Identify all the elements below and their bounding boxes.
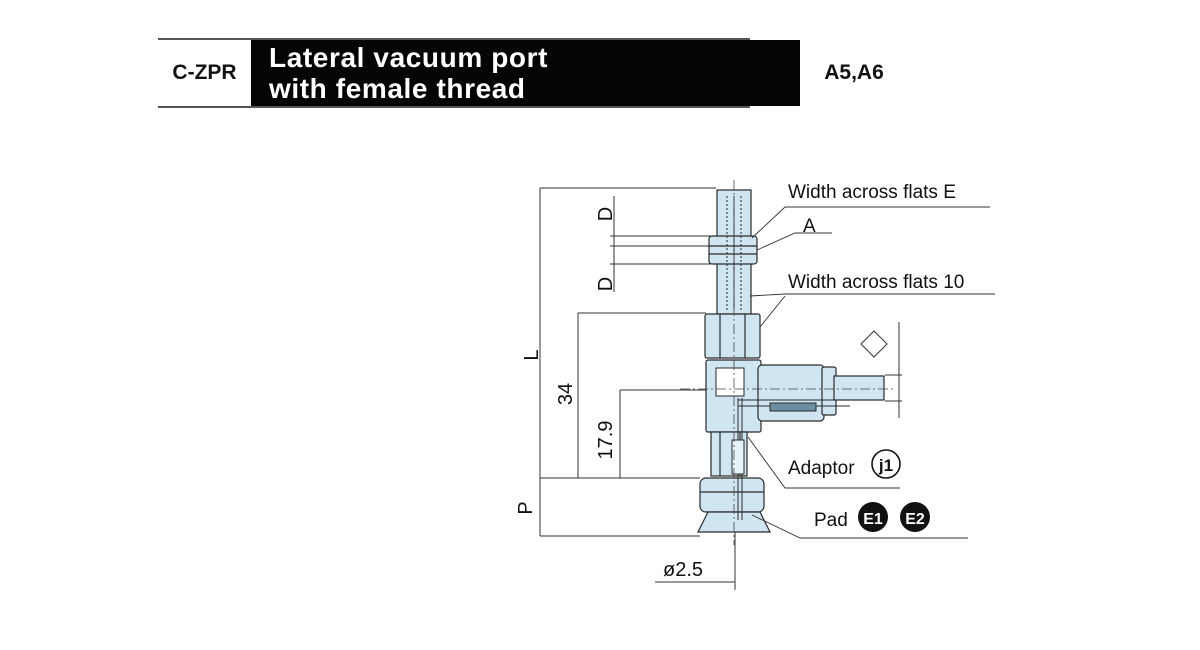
dimension-values: D D L 34 17.9 P ø2.5 xyxy=(515,207,703,581)
title-line-2: with female thread xyxy=(269,73,526,104)
ejector-body xyxy=(697,189,885,533)
dim-diameter: ø2.5 xyxy=(663,559,703,581)
diamond-symbol xyxy=(860,330,888,358)
title-line-1: Lateral vacuum port xyxy=(269,42,549,73)
dim-34: 34 xyxy=(555,383,577,405)
internal-passages xyxy=(715,196,850,520)
leader-lines xyxy=(747,206,995,539)
dim-d-top: D xyxy=(595,207,617,221)
pad-code-2: E2 xyxy=(905,511,925,528)
dim-p: P xyxy=(515,501,537,514)
hex-body xyxy=(704,313,761,359)
title-rule-top xyxy=(158,38,750,40)
pad-code-badge-2: E2 xyxy=(900,502,930,532)
center-lines xyxy=(680,180,895,545)
callout-labels: Width across flats E A Width across flat… xyxy=(788,182,964,531)
adaptor-code: j1 xyxy=(878,456,893,475)
adaptor-label: Adaptor xyxy=(788,458,855,479)
hex-nut xyxy=(708,235,758,265)
series-code: C-ZPR xyxy=(172,61,237,84)
title-block: C-ZPR Lateral vacuum port with female th… xyxy=(158,38,884,108)
width-flats-10-label: Width across flats 10 xyxy=(788,272,964,293)
pad-label: Pad xyxy=(814,510,848,531)
pad-code-badge-1: E1 xyxy=(858,502,888,532)
dim-d-bottom: D xyxy=(595,277,617,291)
lateral-fitting xyxy=(757,364,825,422)
pad-holder xyxy=(699,477,765,513)
pad-code-1: E1 xyxy=(863,511,883,528)
product-title: Lateral vacuum port with female thread xyxy=(251,40,800,106)
vacuum-tube xyxy=(833,375,885,401)
dim-17-9: 17.9 xyxy=(595,421,617,460)
width-flats-e-label: Width across flats E xyxy=(788,182,956,203)
adaptor-code-badge: j1 xyxy=(871,449,901,479)
dimension-lines xyxy=(539,187,902,590)
model-codes: A5,A6 xyxy=(824,61,884,84)
title-rule-bottom xyxy=(158,106,750,108)
dim-l: L xyxy=(521,349,543,360)
dim-a-label: A xyxy=(803,216,816,237)
